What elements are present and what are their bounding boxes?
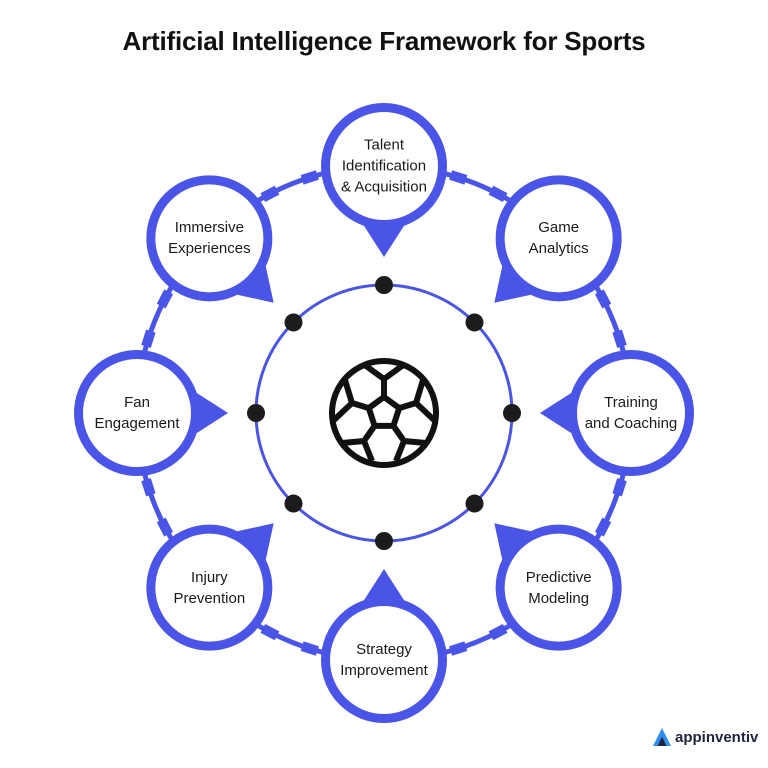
connector-tab xyxy=(594,289,612,309)
node-label-line: Fan xyxy=(124,394,150,411)
connector-tab xyxy=(141,478,156,497)
connector-tab xyxy=(488,185,508,203)
ring-dot xyxy=(465,313,484,332)
connector-tab xyxy=(141,329,156,348)
node-label-line: Talent xyxy=(363,136,405,154)
node-label-training: Training and Coaching xyxy=(561,392,701,434)
connector-tab xyxy=(488,623,508,641)
ring-dots xyxy=(247,276,521,550)
ring-dot xyxy=(247,404,265,422)
brand-name: appinventiv xyxy=(675,728,759,746)
node-label-line: Prevention xyxy=(173,589,246,607)
node-label-line: Modeling xyxy=(528,589,590,607)
node-label-line: Training xyxy=(604,394,658,411)
connector-tab xyxy=(449,641,468,656)
node-circle xyxy=(495,175,622,302)
ring-dot xyxy=(284,313,303,332)
node-label-line: Improvement xyxy=(340,662,428,679)
connector-tab xyxy=(156,517,174,537)
node-label-line: Game xyxy=(538,219,580,237)
node-immersive xyxy=(146,175,274,303)
page-title: Artificial Intelligence Framework for Sp… xyxy=(122,26,646,56)
connector-tab xyxy=(612,478,627,497)
soccer-ball-icon xyxy=(329,358,439,468)
node-label-line: Analytics xyxy=(528,240,589,258)
node-label-line: and Coaching xyxy=(584,415,678,432)
connector-tab xyxy=(612,329,627,348)
connector-tab xyxy=(260,623,280,641)
node-circle xyxy=(321,103,447,229)
brand-logo: appinventiv xyxy=(652,726,758,748)
node-label-line: Engagement xyxy=(94,415,180,432)
node-label-line: Experiences xyxy=(168,240,251,258)
ring-dot xyxy=(503,404,521,422)
node-circles xyxy=(74,103,694,723)
connector-tab xyxy=(449,170,468,185)
ring-dot xyxy=(465,494,484,513)
connector-tab xyxy=(594,517,612,537)
node-strategy xyxy=(321,569,447,723)
node-talent xyxy=(321,103,447,257)
node-label-line: Immersive xyxy=(174,219,244,237)
node-predictive xyxy=(494,523,622,651)
node-circle xyxy=(495,524,622,651)
node-circle xyxy=(146,524,273,651)
connector-tab xyxy=(300,170,319,185)
ring-dot xyxy=(284,494,303,513)
node-label-line: Predictive xyxy=(525,568,592,586)
node-label-line: Injury xyxy=(191,568,228,586)
connector-tab xyxy=(260,185,280,203)
node-circle xyxy=(74,350,200,476)
node-injury xyxy=(146,523,274,651)
node-label-line: & Acquisition xyxy=(341,178,427,196)
node-fan xyxy=(74,350,228,476)
node-game-analytics xyxy=(494,175,622,303)
node-label-line: Identification xyxy=(341,157,427,175)
appinventiv-logo-icon xyxy=(653,728,671,746)
node-circle xyxy=(146,175,273,302)
ring-dot xyxy=(375,276,393,294)
connector-tab xyxy=(300,641,319,656)
node-label-line: Strategy xyxy=(356,641,412,658)
node-training xyxy=(540,350,694,476)
connector-tab xyxy=(156,289,174,309)
node-circle xyxy=(321,597,447,723)
node-circle xyxy=(568,350,694,476)
ring-dot xyxy=(375,532,393,550)
